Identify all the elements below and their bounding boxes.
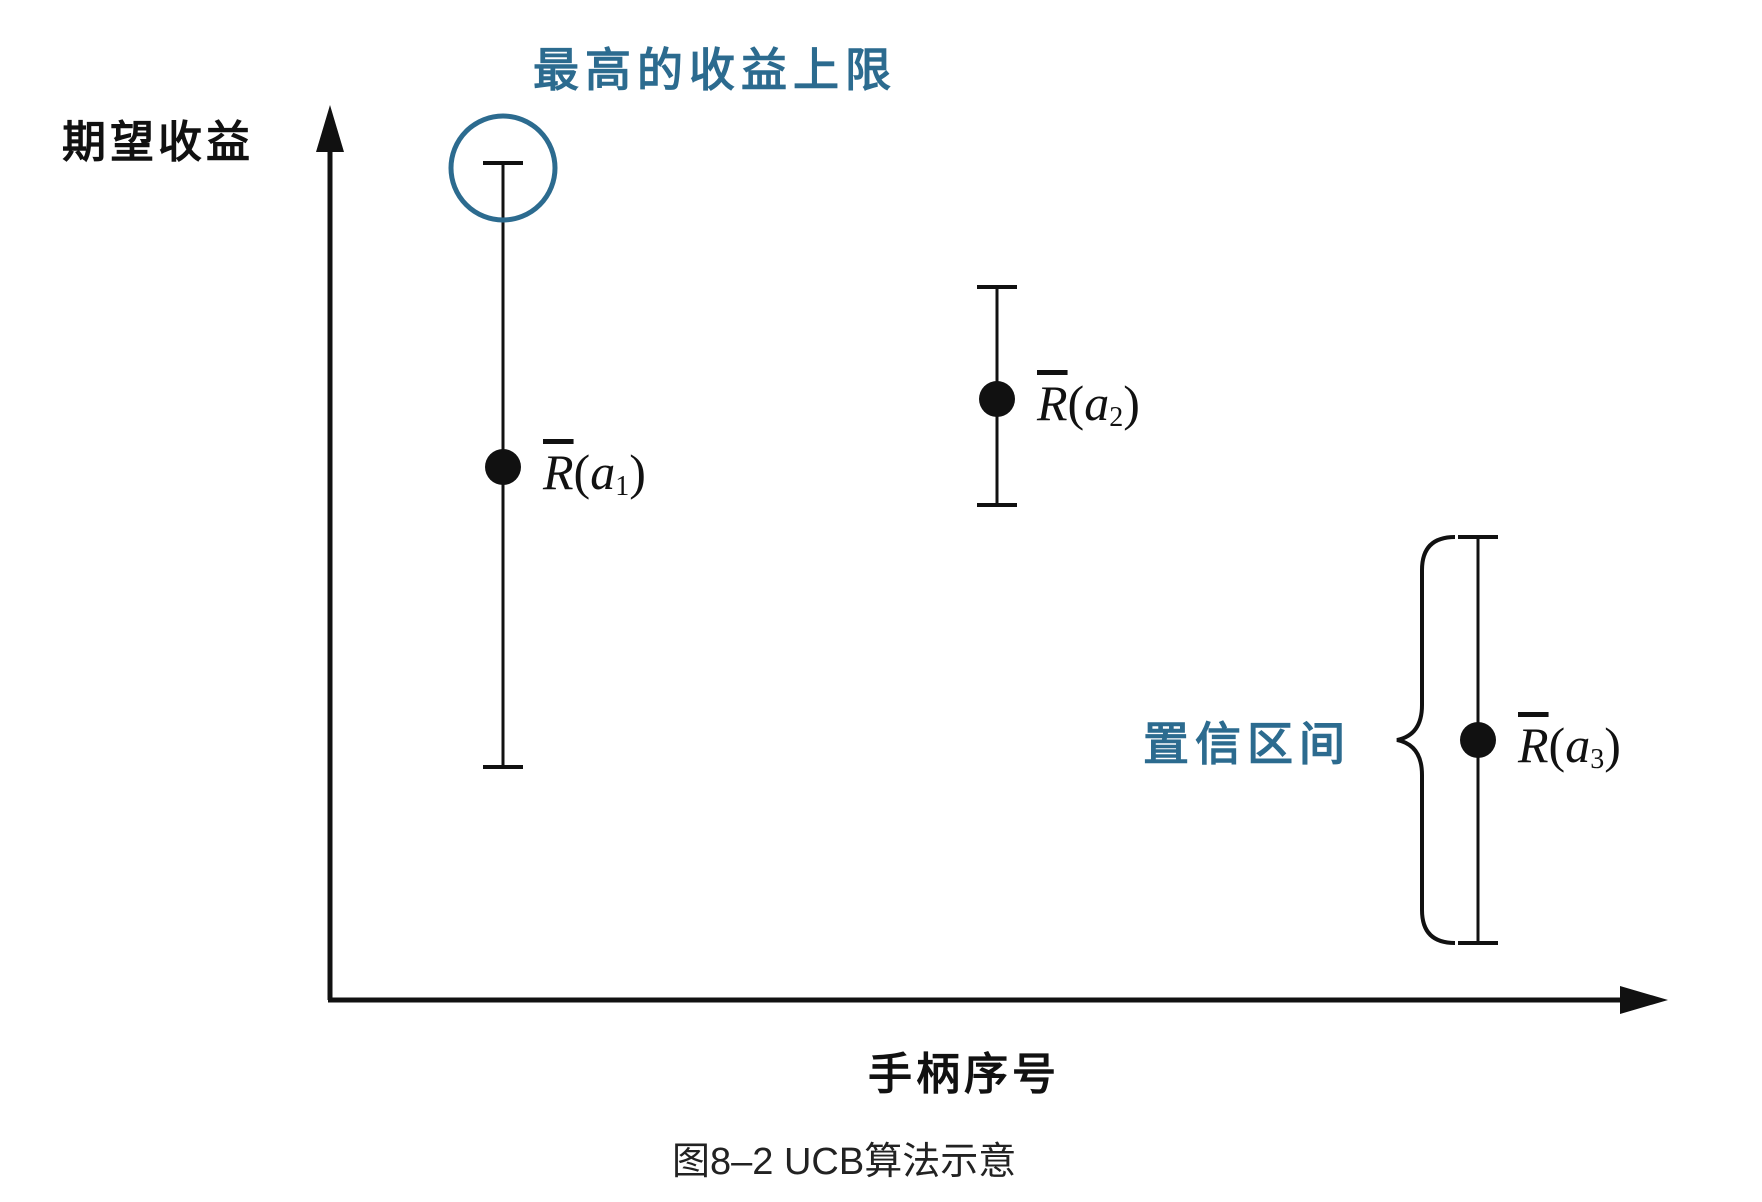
highest-upper-bound-label: 最高的收益上限 — [533, 43, 897, 97]
y-axis-arrowhead — [316, 105, 344, 152]
highest-upper-bound-highlight — [448, 113, 558, 223]
arm-2-subscript: 2 — [1109, 402, 1124, 433]
arm-3-interval — [1458, 535, 1498, 945]
x-axis-label: 手柄序号 — [868, 1049, 1060, 1100]
x-axis-arrowhead — [1620, 986, 1668, 1014]
arm-2-mean-point — [979, 381, 1015, 417]
arm-1-interval — [483, 161, 523, 769]
figure-caption: 图8–2 UCB算法示意 — [672, 1141, 1017, 1183]
arm-2-interval — [977, 285, 1017, 507]
arm-3-arg: a — [1565, 717, 1591, 773]
confidence-interval-brace — [1396, 535, 1456, 945]
y-axis-label: 期望收益 — [62, 117, 254, 168]
arm-1-symbol: R — [543, 444, 574, 500]
arm-3-mean-label: R(a3) — [1518, 717, 1621, 775]
arm-1-subscript: 1 — [615, 471, 630, 502]
arm-3-subscript: 3 — [1590, 744, 1605, 775]
arm-3-symbol: R — [1518, 717, 1549, 773]
confidence-interval-label: 置信区间 — [1143, 717, 1351, 771]
arm-2-mean-label: R(a2) — [1037, 375, 1140, 433]
arm-3-mean-point — [1460, 722, 1496, 758]
arm-1-arg: a — [590, 444, 616, 500]
arm-2-arg: a — [1084, 375, 1110, 431]
arm-1-mean-label: R(a1) — [543, 444, 646, 502]
arm-2-symbol: R — [1037, 375, 1068, 431]
arm-1-mean-point — [485, 449, 521, 485]
